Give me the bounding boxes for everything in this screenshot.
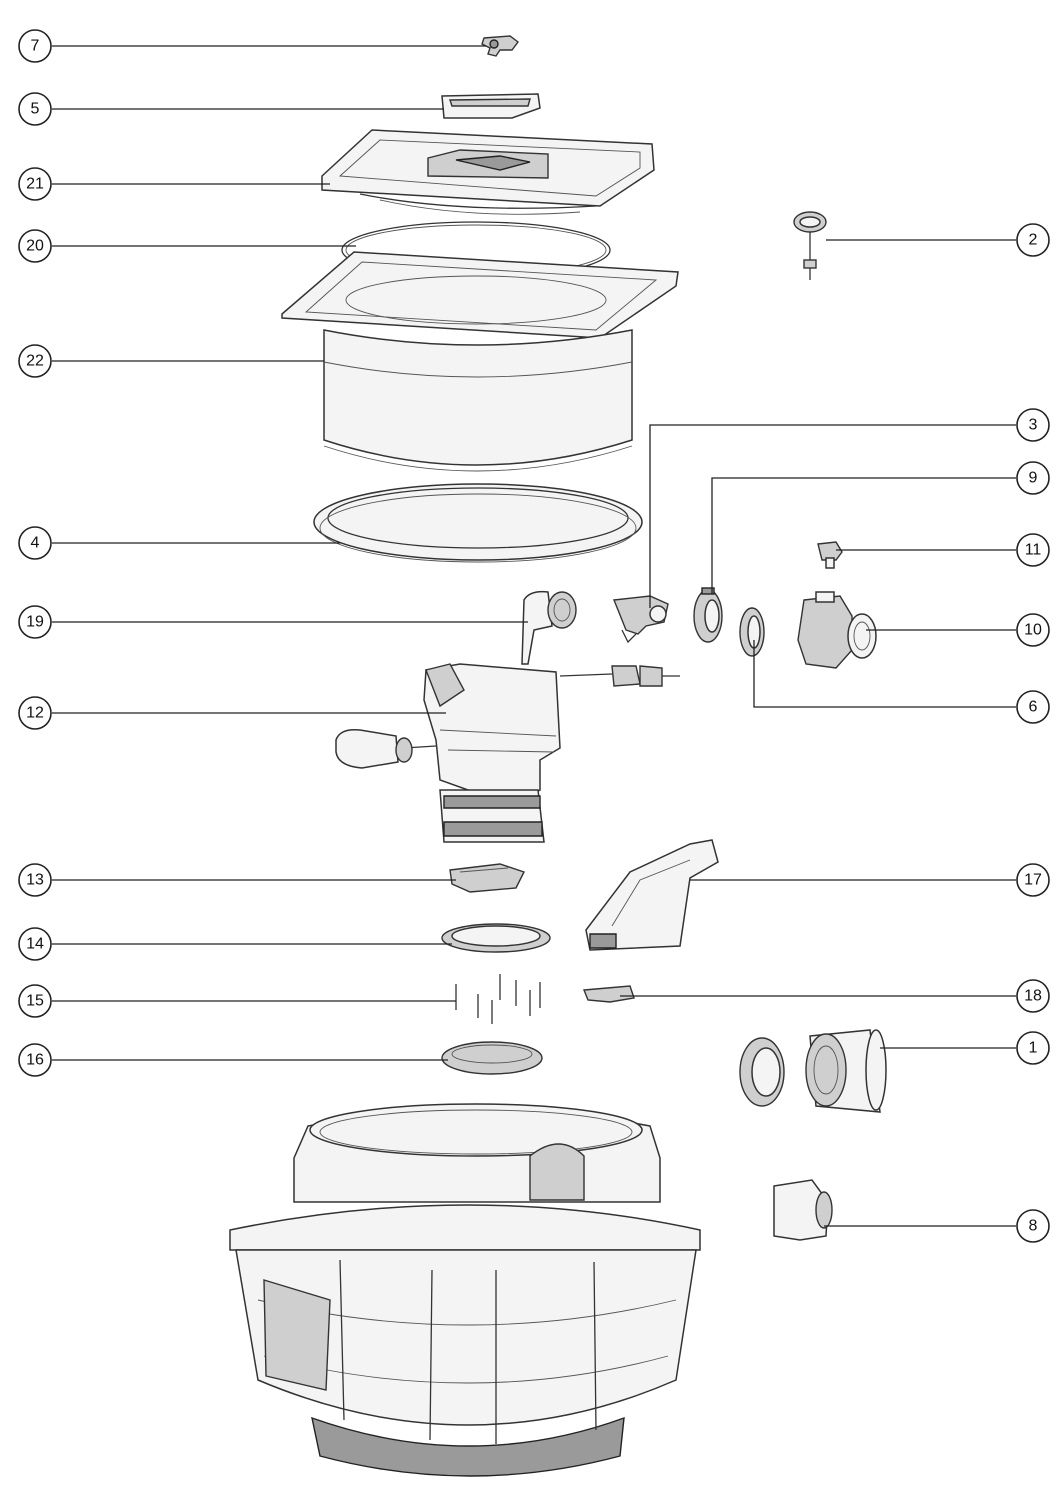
- callout-18: 18: [1016, 979, 1050, 1013]
- callout-18-label: 18: [1024, 988, 1042, 1005]
- callout-11: 11: [1016, 533, 1050, 567]
- callout-5-label: 5: [31, 101, 40, 118]
- part-6-disk: [739, 607, 765, 657]
- callout-13-label: 13: [26, 872, 44, 889]
- part-15-screws: [455, 974, 541, 1024]
- part-21-lid: [321, 129, 655, 215]
- callout-1-label: 1: [1029, 1040, 1038, 1057]
- part-9-small-valve: [693, 587, 723, 643]
- callout-17-label: 17: [1024, 872, 1042, 889]
- callout-7: 7: [18, 29, 52, 63]
- callout-9-label: 9: [1029, 470, 1038, 487]
- callout-10-label: 10: [1024, 622, 1042, 639]
- part-5-small-cover: [441, 93, 541, 119]
- callout-5: 5: [18, 92, 52, 126]
- part-4-ring-gasket: [313, 483, 643, 563]
- part-8-side-fitting: [773, 1179, 833, 1241]
- callout-1: 1: [1016, 1031, 1050, 1065]
- callout-6-label: 6: [1029, 699, 1038, 716]
- callout-20-label: 20: [26, 238, 44, 255]
- callout-4-label: 4: [31, 535, 40, 552]
- callout-4: 4: [18, 526, 52, 560]
- callout-16-label: 16: [26, 1052, 44, 1069]
- part-17-bracket: [585, 839, 719, 951]
- callout-2-label: 2: [1029, 232, 1038, 249]
- part-18-clip: [582, 985, 635, 1003]
- callout-21: 21: [18, 167, 52, 201]
- callout-21-label: 21: [26, 176, 44, 193]
- part-12-pump-assembly: [335, 663, 680, 843]
- callout-2: 2: [1016, 223, 1050, 257]
- callout-17: 17: [1016, 863, 1050, 897]
- part-11-fitting: [817, 541, 843, 569]
- part-2-ring-pin: [793, 211, 827, 280]
- callout-20: 20: [18, 229, 52, 263]
- part-14-ring: [441, 923, 551, 953]
- part-22-flange-cylinder: [281, 251, 679, 472]
- callout-9: 9: [1016, 461, 1050, 495]
- callout-16: 16: [18, 1043, 52, 1077]
- callout-12: 12: [18, 696, 52, 730]
- tank-base: [229, 1103, 701, 1477]
- callout-14-label: 14: [26, 936, 44, 953]
- callout-3-label: 3: [1029, 417, 1038, 434]
- callout-6: 6: [1016, 690, 1050, 724]
- part-16-base-ring: [441, 1041, 543, 1075]
- part-10-valve-body: [797, 591, 877, 669]
- part-13-impeller-cover: [449, 863, 525, 893]
- callout-10: 10: [1016, 613, 1050, 647]
- part-1-union: [739, 1029, 887, 1113]
- callout-12-label: 12: [26, 705, 44, 722]
- part-19-elbow: [521, 590, 577, 665]
- callout-22: 22: [18, 344, 52, 378]
- callout-19: 19: [18, 605, 52, 639]
- callout-13: 13: [18, 863, 52, 897]
- leader-lines: [52, 45, 1016, 1227]
- callout-11-label: 11: [1025, 542, 1042, 559]
- callout-7-label: 7: [31, 38, 40, 55]
- callout-19-label: 19: [26, 614, 44, 631]
- callout-15: 15: [18, 984, 52, 1018]
- callout-15-label: 15: [26, 993, 44, 1010]
- part-7-clip: [481, 35, 519, 57]
- callout-22-label: 22: [26, 353, 44, 370]
- part-3-valve-lever: [613, 595, 669, 644]
- callout-14: 14: [18, 927, 52, 961]
- callout-8: 8: [1016, 1209, 1050, 1243]
- callout-8-label: 8: [1029, 1218, 1038, 1235]
- callout-3: 3: [1016, 408, 1050, 442]
